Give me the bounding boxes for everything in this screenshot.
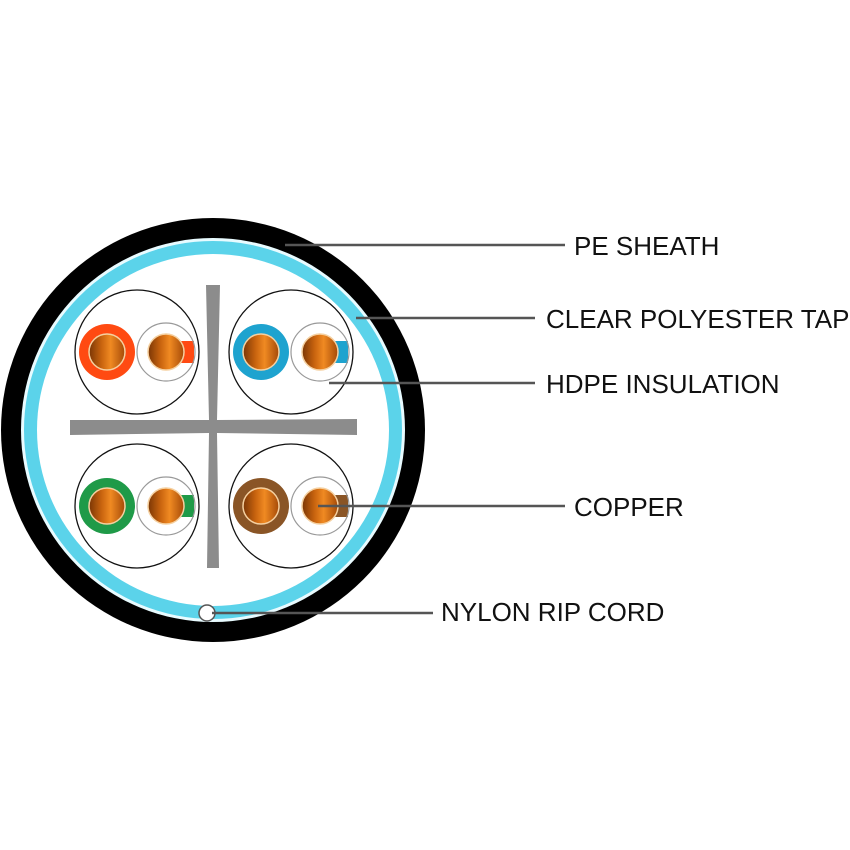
wire-insulation-white — [136, 476, 196, 536]
copper-conductor — [147, 487, 185, 525]
pair-jacket — [74, 443, 200, 569]
wire-insulation-white — [136, 322, 196, 382]
copper-conductor — [147, 333, 185, 371]
copper-conductor — [88, 487, 126, 525]
label-rip-cord: NYLON RIP CORD — [441, 597, 665, 627]
pair-jacket — [74, 289, 200, 415]
pair-jacket — [228, 289, 354, 415]
label-hdpe-insulation: HDPE INSULATION — [546, 369, 780, 399]
twisted-pairs — [74, 289, 354, 569]
cross-separator — [70, 285, 357, 568]
pair-blue — [228, 289, 354, 415]
label-polyester-tape: CLEAR POLYESTER TAPE — [546, 304, 850, 334]
copper-conductor — [301, 333, 339, 371]
pair-green — [74, 443, 200, 569]
wire-insulation-white — [290, 322, 350, 382]
pair-orange — [74, 289, 200, 415]
label-copper: COPPER — [574, 492, 684, 522]
label-pe-sheath: PE SHEATH — [574, 231, 720, 261]
copper-conductor — [242, 333, 280, 371]
copper-conductor — [88, 333, 126, 371]
leader-lines — [212, 243, 565, 615]
copper-conductor — [242, 487, 280, 525]
